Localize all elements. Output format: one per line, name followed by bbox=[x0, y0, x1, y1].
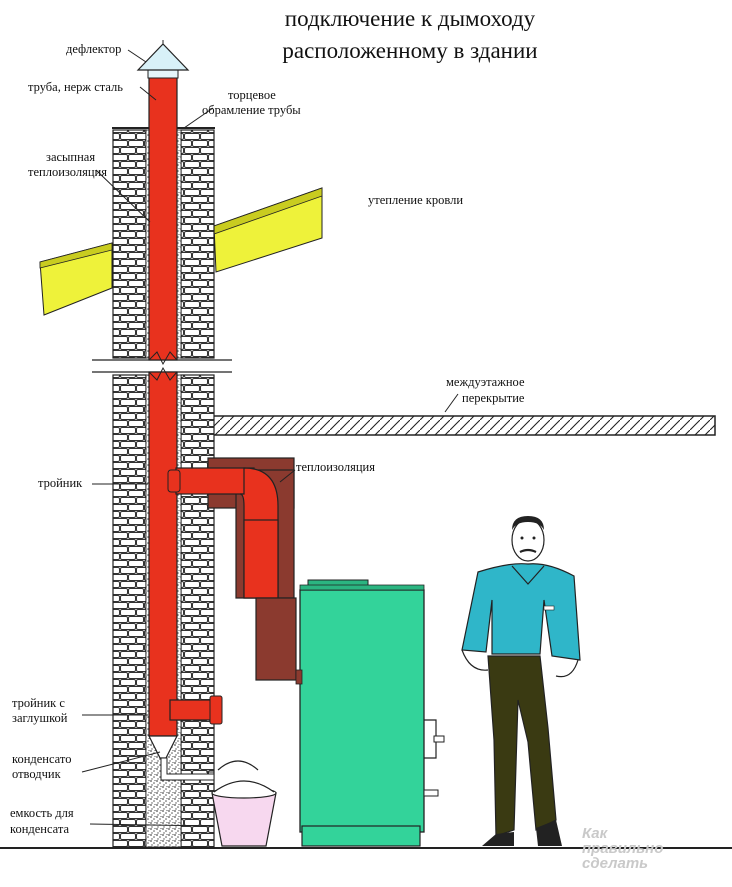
person bbox=[461, 516, 581, 846]
tee-with-cap bbox=[169, 695, 223, 725]
watermark-line-3: сделать bbox=[582, 855, 649, 872]
watermark-line-2: правильно bbox=[582, 840, 664, 857]
label-deflector: дефлектор bbox=[66, 42, 122, 56]
leader-lines bbox=[81, 49, 459, 827]
label-thermal-insulation: теплоизоляция bbox=[296, 460, 375, 474]
condensate-container bbox=[211, 760, 277, 847]
boiler bbox=[295, 579, 445, 847]
label-fill-insulation-line-1: засыпная bbox=[46, 150, 96, 164]
label-pipe: труба, нерж сталь bbox=[28, 80, 123, 94]
roof-insulation bbox=[39, 187, 323, 316]
label-tee: тройник bbox=[38, 476, 83, 490]
label-tee-cap-line-2: заглушкой bbox=[12, 711, 68, 725]
watermark-line-1: Как bbox=[582, 825, 608, 842]
label-trim-line-1: торцевое bbox=[228, 88, 276, 102]
label-floor-line-2: перекрытие bbox=[462, 391, 525, 405]
deflector bbox=[136, 40, 190, 79]
diagram-title-line-2: расположенному в здании bbox=[282, 38, 538, 63]
label-roof-insulation: утепление кровли bbox=[368, 193, 464, 207]
watermark: Как правильно сделать bbox=[582, 826, 663, 871]
floor-slab bbox=[211, 415, 716, 436]
label-container-line-1: емкость для bbox=[10, 806, 74, 820]
label-condensate-line-2: отводчик bbox=[12, 767, 61, 781]
label-floor-line-1: междуэтажное bbox=[446, 375, 525, 389]
label-fill-insulation-line-2: теплоизоляция bbox=[28, 165, 107, 179]
label-trim-line-2: обрамление трубы bbox=[202, 103, 301, 117]
tee-connection bbox=[167, 457, 297, 681]
condensate-drain bbox=[148, 735, 215, 781]
diagram-title-line-1: подключение к дымоходу bbox=[284, 6, 536, 31]
chimney-pipe bbox=[148, 75, 178, 737]
label-tee-cap-line-1: тройник с bbox=[12, 696, 65, 710]
label-container-line-2: конденсата bbox=[10, 822, 70, 836]
label-condensate-line-1: конденсато bbox=[12, 752, 72, 766]
